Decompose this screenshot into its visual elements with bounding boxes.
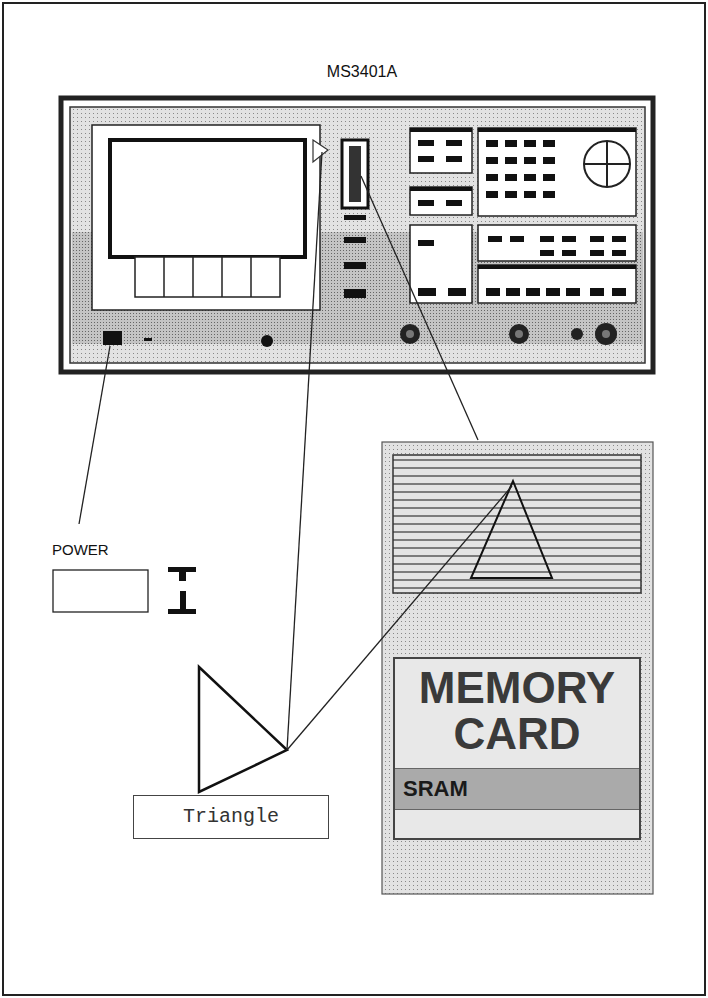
card-label: MEMORY CARD SRAM: [393, 657, 641, 840]
model-name: MS3401A: [327, 63, 397, 81]
node-text: Triangle: [140, 805, 322, 829]
part-label: POWER: [52, 541, 109, 558]
node-text: MEMORY CARD: [401, 665, 633, 757]
memory-band: SRAM: [395, 768, 639, 810]
node-text: SRAM: [403, 777, 631, 801]
caption-box: Triangle: [133, 795, 329, 839]
